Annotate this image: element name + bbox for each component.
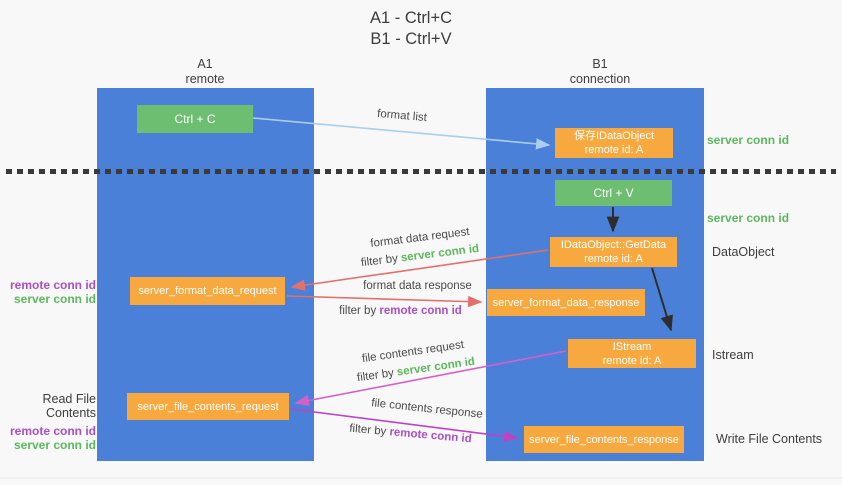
node-save-idataobject-line1: 保存IDataObject: [573, 130, 655, 142]
title-line-1: A1 - Ctrl+C: [369, 9, 453, 27]
node-format-response-label: server_format_data_response: [492, 296, 640, 309]
node-ctrl-v: Ctrl + V: [555, 180, 672, 206]
phase-separator-dashed-line: [6, 169, 836, 174]
node-file-request-label: server_file_contents_request: [137, 400, 279, 413]
node-server-file-contents-response: server_file_contents_response: [524, 426, 684, 453]
bottom-divider: [0, 477, 842, 479]
node-ctrl-c-label: Ctrl + C: [174, 112, 216, 126]
column-b1-subtitle: connection: [569, 72, 631, 86]
arrow-format-data-response: [286, 295, 483, 308]
label-server-conn-id-top: server conn id: [707, 133, 790, 147]
node-file-response-label: server_file_contents_response: [529, 433, 679, 446]
node-istream-line2: remote id: A: [602, 354, 662, 367]
label-istream: Istream: [712, 348, 754, 362]
node-save-idataobject: 保存IDataObject remote id: A: [555, 128, 673, 158]
arrow-file-contents-response: [290, 408, 519, 443]
node-ctrl-c: Ctrl + C: [137, 105, 253, 133]
label-file-remote-conn-id: remote conn id: [9, 424, 96, 438]
arrow-format-list: [252, 117, 551, 150]
filter-remote-conn-id-2: remote conn id: [379, 305, 462, 317]
label-server-conn-id-mid: server conn id: [707, 211, 790, 225]
node-ctrl-v-label: Ctrl + V: [593, 186, 634, 200]
node-istream-line1: IStream: [612, 340, 652, 353]
column-a1-subtitle: remote: [185, 72, 225, 86]
column-b1-name: B1: [592, 57, 608, 71]
arrow-label-filter-format-response: filter by remote conn id: [338, 305, 463, 317]
label-dataobject: DataObject: [712, 245, 775, 259]
arrow-format-data-request: [290, 249, 549, 291]
node-server-format-data-response: server_format_data_response: [487, 289, 645, 316]
node-server-format-data-request: server_format_data_request: [130, 277, 285, 305]
label-read-file-contents: Read File Contents: [42, 392, 97, 420]
node-istream: IStream remote id: A: [568, 339, 696, 368]
column-header-b1: B1 connection: [540, 57, 660, 87]
node-save-idataobject-line2: remote id: A: [584, 144, 644, 156]
title-line-2: B1 - Ctrl+V: [370, 30, 452, 48]
diagram-title: A1 - Ctrl+C B1 - Ctrl+V: [0, 8, 822, 50]
label-file-server-conn-id: server conn id: [13, 438, 96, 452]
arrow-label-format-data-response: format data response: [363, 280, 472, 292]
label-format-remote-conn-id: remote conn id: [9, 278, 96, 292]
arrow-file-contents-request: [294, 350, 567, 407]
node-getdata-line2: remote id: A: [584, 253, 643, 265]
column-a1-name: A1: [197, 57, 213, 71]
node-server-file-contents-request: server_file_contents_request: [127, 393, 289, 420]
label-format-server-conn-id: server conn id: [13, 292, 96, 306]
node-format-request-label: server_format_data_request: [138, 285, 277, 297]
label-write-file-contents: Write File Contents: [716, 432, 823, 446]
arrow-getdata-to-istream: [651, 267, 673, 332]
node-idataobject-getdata: IDataObject::GetData remote id: A: [550, 237, 677, 267]
column-header-a1: A1 remote: [145, 57, 265, 87]
file-conn-id-group: Read File Contents remote conn id server…: [0, 392, 96, 452]
filter-by-text-2: filter by: [339, 305, 380, 317]
format-conn-id-group: remote conn id server conn id: [0, 278, 96, 306]
node-getdata-line1: IDataObject::GetData: [560, 239, 667, 251]
